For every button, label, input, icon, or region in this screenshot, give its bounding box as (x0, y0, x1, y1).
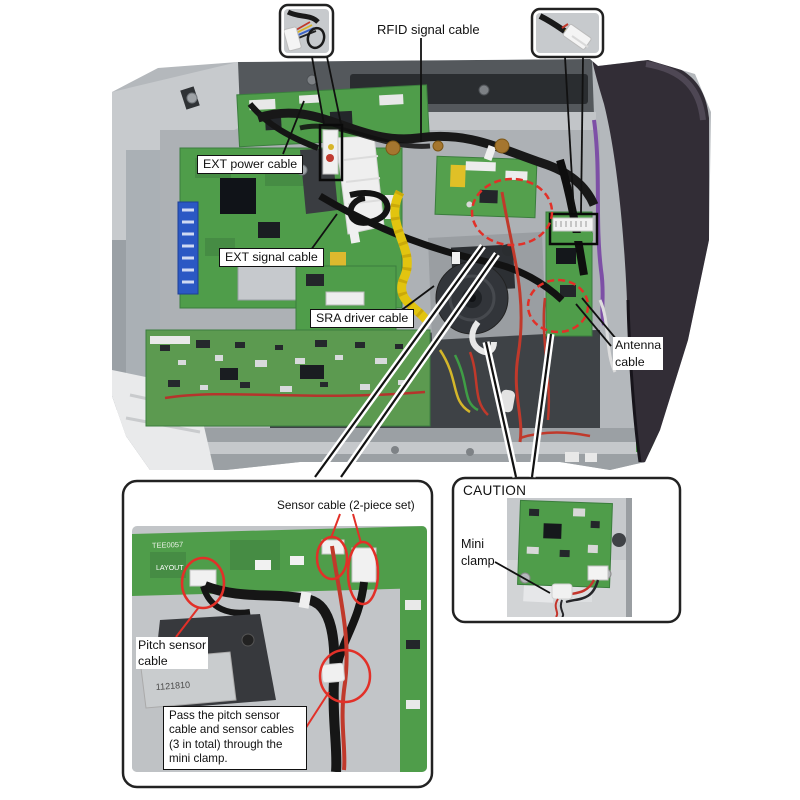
pass-note-line1: Pass the pitch sensor (169, 709, 280, 722)
connector-callout-boxes (318, 123, 599, 246)
red-twisted-wire (164, 390, 426, 400)
qfp-chip (220, 178, 256, 214)
ext-signal-leader-line (307, 213, 338, 255)
rfid-signal-cable-label: RFID signal cable (375, 22, 482, 38)
inset-connector-right (530, 7, 605, 59)
silkscreen-board-id: TEE0057 (152, 540, 184, 550)
red-wire (500, 191, 523, 443)
caution-box (451, 476, 682, 624)
inset-left-leader-1 (311, 56, 325, 125)
inset-right-leader-2 (580, 56, 584, 214)
detail-projection-line-1 (314, 245, 484, 478)
pitch-sensor-cable-label: Pitch sensor cable (136, 637, 209, 670)
pcb-bottom (145, 329, 431, 427)
mini-clamp-label: Mini clamp (459, 536, 497, 570)
mini-clamp-in-caution (551, 583, 573, 600)
blue-connector (177, 201, 199, 295)
yellow-cable (390, 189, 430, 323)
pass-note-line2: cable and sensor cables (169, 723, 295, 737)
rfid-connector-box (548, 212, 599, 246)
main-photo (112, 59, 711, 470)
pass-note-line3: (3 in total) through the (169, 737, 283, 751)
silkscreen-layout: LAYOUT (156, 565, 184, 572)
caution-photo (507, 498, 632, 617)
antenna-cable-label-line2: cable (615, 354, 645, 369)
mini-clamp-in-inset (321, 662, 345, 684)
inset-left-leader-2 (326, 56, 342, 125)
antenna-cable-label: Antenna cable (613, 337, 664, 371)
cable-harness (247, 102, 599, 443)
silkscreen-part-number: 1121810 (155, 680, 190, 692)
caution-projection-line-1 (484, 341, 518, 478)
detail-red-leader-lines (175, 513, 362, 741)
sra-driver-cable-label: SRA driver cable (310, 309, 415, 328)
pitch-sensor-cable-label-line2: cable (138, 654, 168, 669)
white-cable-clamp (469, 320, 497, 355)
pitch-sensor-cable-label-line1: Pitch sensor (138, 638, 207, 652)
antenna-cable-label-line1: Antenna (615, 338, 662, 352)
mini-clamp-circle (318, 648, 372, 704)
inset-connector-left (278, 3, 335, 59)
mini-clamp-leader-line (494, 561, 551, 594)
pass-note-box: Pass the pitch sensor cable and sensor c… (163, 706, 307, 770)
pitch-sensor-circle (180, 556, 226, 610)
caution-title: CAUTION (463, 483, 527, 498)
projection-lines (312, 243, 555, 480)
ext-power-connector-box (318, 123, 344, 182)
antenna-leader-line-1 (581, 297, 618, 341)
antenna-leader-line-2 (575, 303, 612, 347)
inset-right-leader-1 (564, 56, 575, 214)
ext-power-leader-line (282, 100, 305, 155)
leader-lines (282, 38, 618, 347)
mini-clamp-label-line1: Mini (461, 537, 485, 551)
ext-signal-cable-label: EXT signal cable (219, 248, 324, 267)
sensor-area-dashed-ellipse (470, 177, 554, 247)
sensor-cable-circle-2 (346, 540, 380, 606)
sensor-cable-label: Sensor cable (2-piece set) (277, 498, 415, 512)
sra-leader-line (398, 285, 435, 313)
caution-projection-line-2 (530, 333, 553, 478)
side-cover (592, 59, 709, 464)
ext-power-cable-label: EXT power cable (197, 155, 304, 174)
detail-projection-line-2 (340, 253, 498, 478)
pass-note-line4: mini clamp. (169, 752, 228, 766)
mini-clamp-label-line2: clamp (461, 554, 495, 568)
